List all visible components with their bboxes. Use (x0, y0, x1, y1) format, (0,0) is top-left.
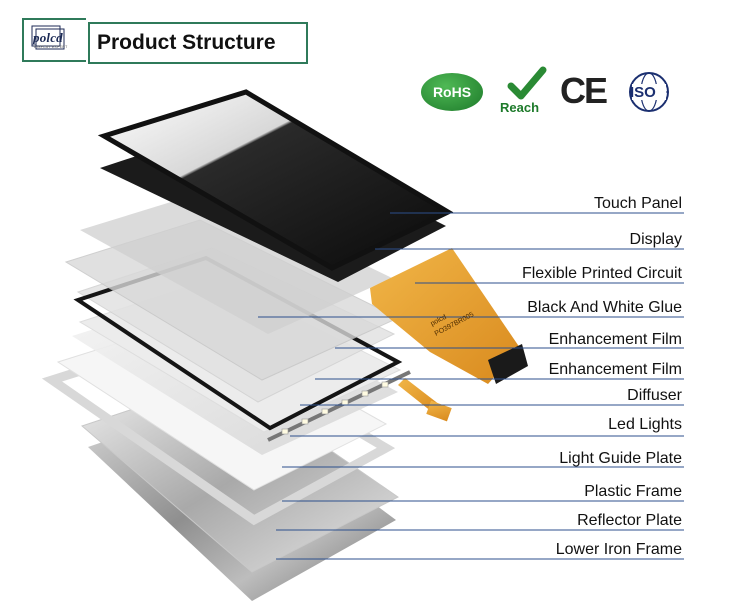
label-touch-panel: Touch Panel (593, 195, 682, 212)
led-fpc-tail-shape (398, 378, 440, 412)
brand-tagline: DISPLAY EXPERT (34, 45, 68, 49)
label-light-guide-plate: Light Guide Plate (559, 450, 682, 467)
iso-globe-icon (629, 72, 669, 112)
display-film-2-shape (80, 190, 392, 334)
brand-name: polcd (33, 30, 63, 45)
title-frame (88, 22, 308, 64)
leader-lines (258, 212, 684, 560)
led-lights (281, 381, 389, 435)
brand-frame (22, 18, 86, 62)
flexible-printed-circuit-shape (370, 248, 520, 384)
page-title: Product Structure (97, 31, 276, 54)
label-reflector-plate: Reflector Plate (577, 512, 682, 529)
label-diffuser: Diffuser (627, 387, 682, 404)
label-enhancement-film-2: Enhancement Film (548, 361, 682, 378)
rohs-badge-icon: RoHS (421, 73, 483, 111)
label-black-and-white-glue: Black And White Glue (527, 299, 682, 316)
fpc-connector-shape (488, 344, 528, 384)
label-display: Display (629, 231, 682, 248)
label-enhancement-film-1: Enhancement Film (548, 331, 682, 348)
reach-label: Reach (500, 100, 540, 115)
led-fpc-pad-shape (426, 400, 452, 422)
ce-mark-icon: CE (560, 70, 608, 111)
iso-label: ISO (630, 84, 656, 101)
label-led-lights: Led Lights (608, 416, 682, 433)
label-lower-iron-frame: Lower Iron Frame (555, 541, 682, 558)
label-plastic-frame: Plastic Frame (584, 483, 682, 500)
checkmark-icon (507, 66, 547, 100)
label-flexible-printed-circuit: Flexible Printed Circuit (521, 265, 682, 282)
touch-panel-shape (97, 89, 454, 271)
logo-icon (31, 25, 65, 50)
